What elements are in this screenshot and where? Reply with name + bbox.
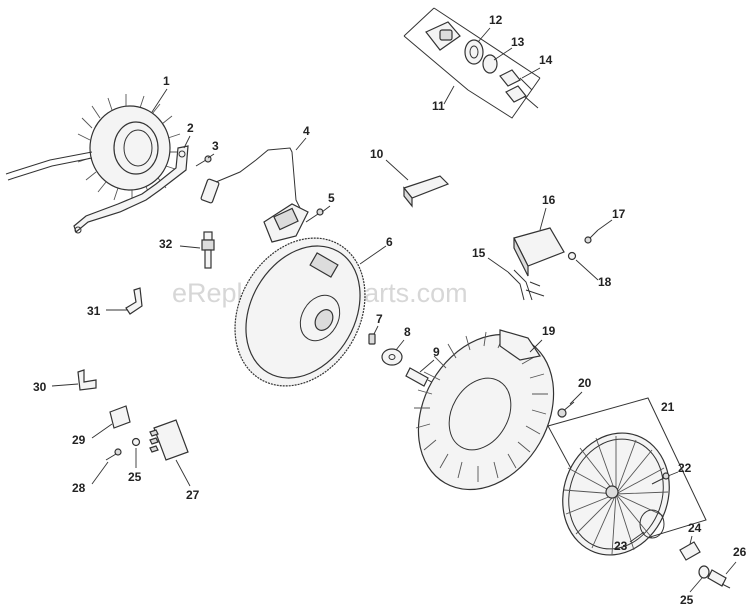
callout-16: 16 xyxy=(542,193,556,207)
leader-22 xyxy=(667,471,679,477)
callout-2: 2 xyxy=(187,121,194,135)
leader-19 xyxy=(529,339,543,353)
callout-21: 21 xyxy=(661,400,675,414)
callout-8: 8 xyxy=(404,325,411,339)
callout-1: 1 xyxy=(163,74,170,88)
leader-12 xyxy=(477,27,491,43)
callout-20: 20 xyxy=(578,376,592,390)
part-fan-19 xyxy=(414,329,555,491)
leader-25-right xyxy=(689,577,703,593)
callout-24: 24 xyxy=(688,521,702,535)
leader-6 xyxy=(359,245,387,265)
leader-27 xyxy=(175,459,191,487)
callout-12: 12 xyxy=(489,13,503,27)
callout-18: 18 xyxy=(598,275,612,289)
callout-3: 3 xyxy=(212,139,219,153)
leader-20 xyxy=(569,391,583,405)
part-regulator-27 xyxy=(149,419,189,461)
callout-31: 31 xyxy=(87,304,101,318)
leader-8 xyxy=(395,339,405,351)
leader-14 xyxy=(521,67,541,79)
leader-28 xyxy=(91,461,109,485)
leader-9 xyxy=(419,359,435,373)
part-washer-13 xyxy=(482,54,498,74)
callout-29: 29 xyxy=(72,433,86,447)
callout-28: 28 xyxy=(72,481,86,495)
leader-23 xyxy=(629,531,645,543)
callout-32: 32 xyxy=(159,237,173,251)
callout-4: 4 xyxy=(303,124,310,138)
part-spark-plug xyxy=(201,231,215,269)
callout-7: 7 xyxy=(376,312,383,326)
part-washer-18 xyxy=(567,251,577,261)
part-clip-30 xyxy=(77,369,97,391)
callout-6: 6 xyxy=(386,235,393,249)
callout-30: 30 xyxy=(33,380,47,394)
callout-15: 15 xyxy=(472,246,486,260)
part-rectifier-16 xyxy=(513,227,565,277)
part-key-7 xyxy=(368,333,376,345)
part-connector-29 xyxy=(109,405,131,429)
callout-14: 14 xyxy=(539,53,553,67)
part-screw-17 xyxy=(584,229,599,244)
callout-13: 13 xyxy=(511,35,525,49)
part-connector-10 xyxy=(402,175,450,208)
part-washer-25-left xyxy=(131,437,141,447)
callout-5: 5 xyxy=(328,191,335,205)
leader-1 xyxy=(151,88,168,113)
callout-11: 11 xyxy=(432,99,445,113)
leader-32 xyxy=(179,245,201,249)
part-washer-8 xyxy=(381,348,403,366)
callout-10: 10 xyxy=(370,147,384,161)
part-screw-20 xyxy=(557,401,575,418)
leader-15 xyxy=(487,257,509,273)
leader-26 xyxy=(725,561,737,575)
callout-25-right: 25 xyxy=(680,593,694,607)
part-grass-screen-assembly xyxy=(547,397,707,556)
callout-22: 22 xyxy=(678,461,692,475)
leader-29 xyxy=(91,423,113,439)
part-bracket-2 xyxy=(73,145,189,234)
part-keys-14 xyxy=(499,69,539,109)
leader-17 xyxy=(597,219,613,231)
part-washer-25-right xyxy=(698,565,710,579)
leader-10 xyxy=(385,159,409,181)
part-screw-5 xyxy=(305,208,324,223)
callout-26: 26 xyxy=(733,545,747,559)
part-wire-harness xyxy=(507,269,545,301)
leader-16 xyxy=(539,207,547,231)
leader-24 xyxy=(689,535,693,545)
part-bolt-26 xyxy=(707,569,731,589)
callout-27: 27 xyxy=(186,488,200,502)
callout-19: 19 xyxy=(542,324,556,338)
leader-2 xyxy=(183,135,191,149)
leader-30 xyxy=(51,383,79,387)
part-screw-28 xyxy=(105,448,122,461)
leader-11 xyxy=(443,85,455,105)
leader-7 xyxy=(373,325,379,335)
leader-4 xyxy=(295,137,307,151)
callout-17: 17 xyxy=(612,207,626,221)
callout-9: 9 xyxy=(433,345,440,359)
part-nut-12 xyxy=(464,39,484,65)
part-clip-31 xyxy=(125,287,143,315)
leader-5 xyxy=(321,205,331,213)
part-ignition-module xyxy=(200,147,309,243)
callout-25-left: 25 xyxy=(128,470,142,484)
part-decal-23 xyxy=(639,509,665,539)
part-flywheel xyxy=(234,237,366,387)
part-keyswitch-assembly xyxy=(403,7,541,119)
part-spacer-24 xyxy=(679,541,701,561)
leader-13 xyxy=(493,47,513,61)
leader-18 xyxy=(575,259,599,281)
callout-23: 23 xyxy=(614,539,628,553)
leader-3 xyxy=(207,153,215,159)
